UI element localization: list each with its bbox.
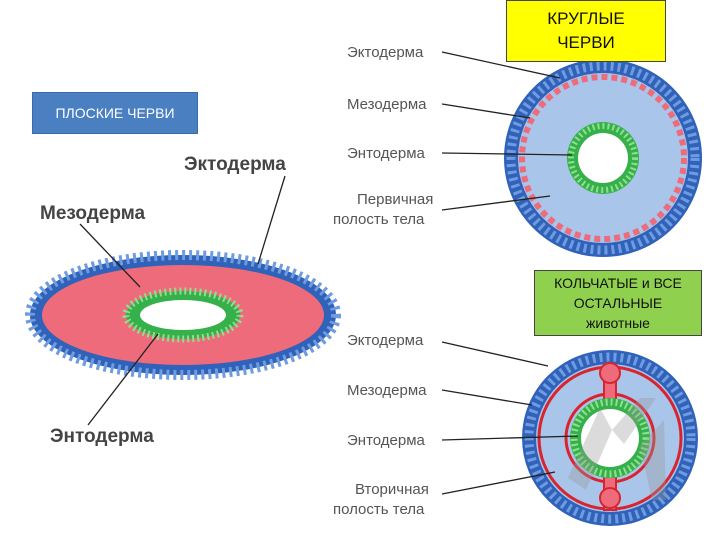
flatworm-ectoderm-cells — [25, 250, 341, 380]
annelid-ectoderm-label: Эктодерма — [347, 332, 424, 349]
roundworm-mesoderm-label: Мезодерма — [347, 96, 427, 113]
annelid-ectoderm-pointer — [441, 341, 549, 367]
roundworms-title-box: КРУГЛЫЕ ЧЕРВИ — [506, 0, 666, 62]
roundworm-ectoderm-pointer — [441, 51, 561, 79]
roundworm-cavity-label-2: полость тела — [333, 211, 425, 228]
annelid-gut — [581, 409, 639, 467]
annelids-title-line-1: КОЛЬЧАТЫЕ и ВСЕ — [554, 275, 682, 291]
roundworm-cavity-pointer — [441, 195, 551, 211]
annelid-endoderm-label: Энтодерма — [347, 432, 426, 449]
roundworms-title-line-2: ЧЕРВИ — [557, 33, 615, 52]
watermark-logo — [568, 398, 666, 500]
annelid-cavity-label-1: Вторичная — [355, 481, 429, 498]
roundworm-endoderm-pointer — [441, 152, 573, 156]
flatworm-diagram: Эктодерма Мезодерма Энтодерма — [25, 154, 341, 447]
flatworms-title: ПЛОСКИЕ ЧЕРВИ — [55, 105, 175, 121]
flatworm-endoderm-pointer — [87, 333, 159, 426]
annelid-cavity-pointer — [441, 471, 556, 495]
flatworm-mesoderm-pointer — [79, 223, 141, 288]
flatworm-gut — [140, 300, 226, 330]
annelid-endoderm-pointer — [441, 435, 579, 441]
annelid-dorsal-vessel — [599, 362, 621, 384]
annelids-title-line-3: животные — [586, 315, 650, 331]
flatworm-ectoderm-pointer — [257, 175, 286, 265]
annelid-ventral-vessel — [599, 487, 621, 509]
annelids-title-line-2: ОСТАЛЬНЫЕ — [573, 295, 663, 311]
roundworm-cavity-label-1: Первичная — [357, 191, 433, 208]
flatworm-mesoderm-label: Мезодерма — [40, 203, 146, 224]
roundworm-diagram: Эктодерма Мезодерма Энтодерма Первичная … — [333, 44, 702, 257]
roundworm-ectoderm-label: Эктодерма — [347, 44, 424, 61]
roundworm-mesoderm-pointer — [441, 103, 531, 119]
flatworm-ectoderm-label: Эктодерма — [184, 154, 286, 175]
flatworm-endoderm-cells — [122, 287, 244, 343]
annelid-cavity-label-2: полость тела — [333, 501, 425, 518]
annelid-mesoderm-pointer — [441, 389, 533, 406]
roundworm-mesoderm — [519, 74, 687, 242]
flatworms-title-box: ПЛОСКИЕ ЧЕРВИ — [32, 92, 198, 134]
roundworm-ectoderm-cells — [506, 61, 700, 255]
roundworm-gut — [578, 133, 628, 183]
roundworms-title-line-1: КРУГЛЫЕ — [547, 9, 625, 28]
roundworm-endoderm-cells — [568, 123, 638, 193]
annelids-title-box: КОЛЬЧАТЫЕ и ВСЕ ОСТАЛЬНЫЕ животные — [534, 270, 702, 336]
annelid-endoderm-cells — [570, 398, 650, 478]
flatworm-endoderm-label: Энтодерма — [50, 426, 154, 447]
roundworm-endoderm-label: Энтодерма — [347, 145, 426, 162]
annelid-diagram: Эктодерма Мезодерма Энтодерма Вторичная … — [333, 332, 698, 526]
annelid-mesoderm-label: Мезодерма — [347, 382, 427, 399]
